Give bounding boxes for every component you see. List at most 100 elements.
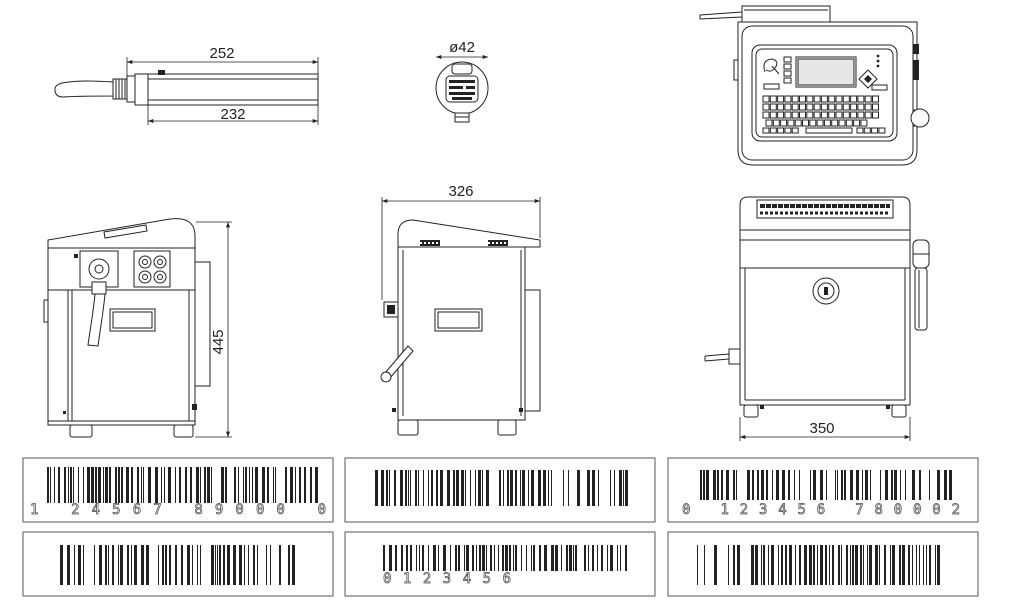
barcode-bar [713,470,716,500]
barcode-bar [838,545,840,585]
barcode-bar [215,545,216,585]
cable-connector-core [94,264,104,274]
foot [69,424,93,438]
barcode-bar [219,545,221,585]
screw [74,254,78,258]
barcode-bar [121,467,123,503]
barcode-bar [185,467,187,503]
keyboard-key [842,95,850,103]
barcode-bar [850,545,851,585]
barcode-bar [165,545,167,585]
barcode-bar [486,545,487,571]
barcode-bar [472,545,474,571]
barcode-bar [825,545,827,585]
barcode-bar [926,545,927,585]
keyboard-key [820,111,828,119]
status-led [876,54,880,58]
power-switch-rocker [387,305,395,314]
barcode-bar [860,545,862,585]
barcode-bar [131,467,133,503]
barcode-bar [436,470,438,506]
dimension-extension-lines [126,57,319,76]
barcode-sample-6 [667,531,979,597]
barcode-bar [78,545,81,585]
barcode-bar [288,545,290,585]
barcode-bar [423,470,424,506]
barcode-bar [607,545,608,571]
barcode-bar [763,545,765,585]
barcode-bar [238,467,239,503]
head-screw [158,70,165,75]
barcode-bar [937,470,940,500]
barcode-bar [588,545,589,571]
handle-rod-edge [913,253,929,328]
barcode-bar [575,545,577,571]
panel-key-right [871,84,888,91]
keyboard-key [850,95,858,103]
barcode-bar [87,467,90,503]
barcode-bar [389,545,392,571]
barcode-bar [422,545,424,571]
barcode-bar [568,470,569,506]
barcode-bar [788,470,790,500]
nozzle-slot [466,86,475,89]
barcode-bar [168,467,171,503]
barcode-bar [905,470,906,500]
barcode-bar [935,545,936,585]
nozzle-cap [451,63,473,75]
screw [192,404,197,410]
barcode-bar [221,467,224,503]
barcode-bar [105,467,108,503]
barcode-bar [196,467,199,503]
barcode-bar [252,467,253,503]
top-cover [397,219,541,248]
barcode-bar [386,470,388,506]
rating-label-plate [109,308,156,332]
barcode-bar [879,545,880,585]
keyboard-key [857,111,865,119]
printer-back-view [380,219,541,436]
barcode-bar [447,470,450,506]
keyboard-key [806,103,814,111]
keyboard-edge [756,199,894,219]
barcode-bar [916,545,917,585]
keyboard-key [769,127,777,134]
keyboard-key [799,103,806,111]
barcode-bar [456,470,459,506]
keyboard-key [794,119,802,127]
barcode-bar [757,470,759,500]
navigation-pad-center [864,75,872,83]
io-port-pin [157,259,163,265]
barcode-bar [310,467,312,503]
barcode-bar [781,545,783,585]
barcode-bar [813,470,816,500]
barcode-bar [98,467,101,503]
barcode-bar [433,545,436,571]
barcode-bar [820,545,823,585]
keyboard-key [791,95,799,103]
width-label: 350 [809,420,834,437]
barcode-bar [190,467,192,503]
barcode-bar [249,467,250,503]
umbilical-cable [699,11,743,20]
handle-rod [914,267,928,331]
barcode-bar [83,467,84,503]
keyboard-key [872,103,879,111]
barcode-bar [498,545,499,571]
barcode-bar [375,470,378,506]
barcode-bar [597,545,598,571]
barcode-bar [728,545,729,585]
cable-gland [91,281,107,295]
barcode-bar [855,545,858,585]
drain-lever-knob [380,371,392,383]
barcode-bar [507,470,509,506]
barcode-bar [884,545,886,585]
print-head-cable [54,80,115,98]
barcode-bar [543,470,546,506]
screw [519,408,523,412]
keyboard-key [820,95,828,103]
barcode-bar [771,545,774,585]
barcode-bar [134,545,137,585]
barcode-bar [179,467,181,503]
